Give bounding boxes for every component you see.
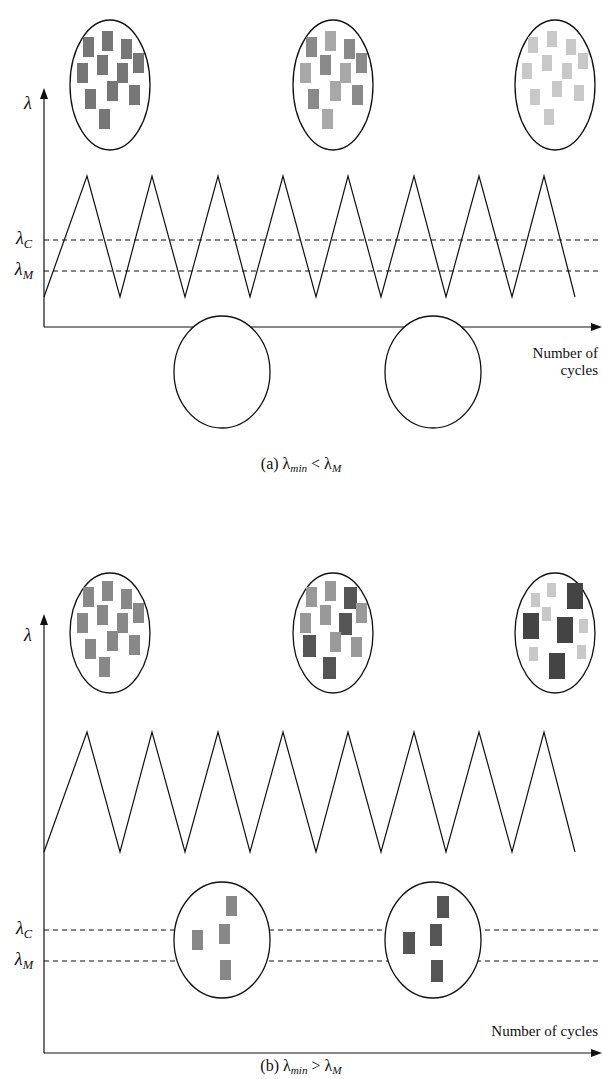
grain-ellipse: [385, 882, 481, 998]
x-axis: [44, 1052, 594, 1053]
threshold-line: [44, 929, 598, 930]
grain-ellipse: [293, 20, 373, 150]
grain-ellipse: [385, 316, 481, 428]
grain-ellipse: [70, 573, 150, 693]
grain-ellipse: [515, 20, 595, 150]
load-wave: [44, 732, 575, 852]
axis-symbol: λ: [24, 625, 32, 646]
axis-symbol: λC: [16, 228, 32, 251]
grain-ellipse: [174, 316, 270, 428]
axis-symbol: λC: [16, 918, 32, 941]
axis-symbol: λ: [24, 93, 32, 114]
panel-caption: (b) λmin > λM: [260, 1057, 341, 1077]
grain-ellipse: [70, 20, 150, 150]
axis-symbol: λM: [15, 259, 33, 282]
martensite-plates: [77, 31, 588, 129]
grain-ellipse: [293, 573, 373, 693]
arrow-head: [591, 323, 602, 331]
grain-ellipse: [515, 573, 595, 693]
y-axis: [43, 622, 44, 1053]
threshold-line: [44, 960, 598, 961]
load-wave: [44, 176, 575, 297]
axis-symbol: λM: [15, 949, 33, 972]
arrow-head: [40, 614, 48, 625]
arrow-head: [40, 88, 48, 99]
arrow-head: [591, 1049, 602, 1057]
x-axis: [44, 326, 594, 327]
axis-label: Number of cycles: [491, 1023, 598, 1040]
grain-ellipse: [174, 882, 270, 998]
threshold-line: [44, 239, 598, 240]
panel-caption: (a) λmin < λM: [261, 455, 341, 475]
axis-label: Number of cycles: [526, 345, 598, 380]
y-axis: [43, 96, 44, 327]
martensite-plates: [77, 581, 588, 982]
